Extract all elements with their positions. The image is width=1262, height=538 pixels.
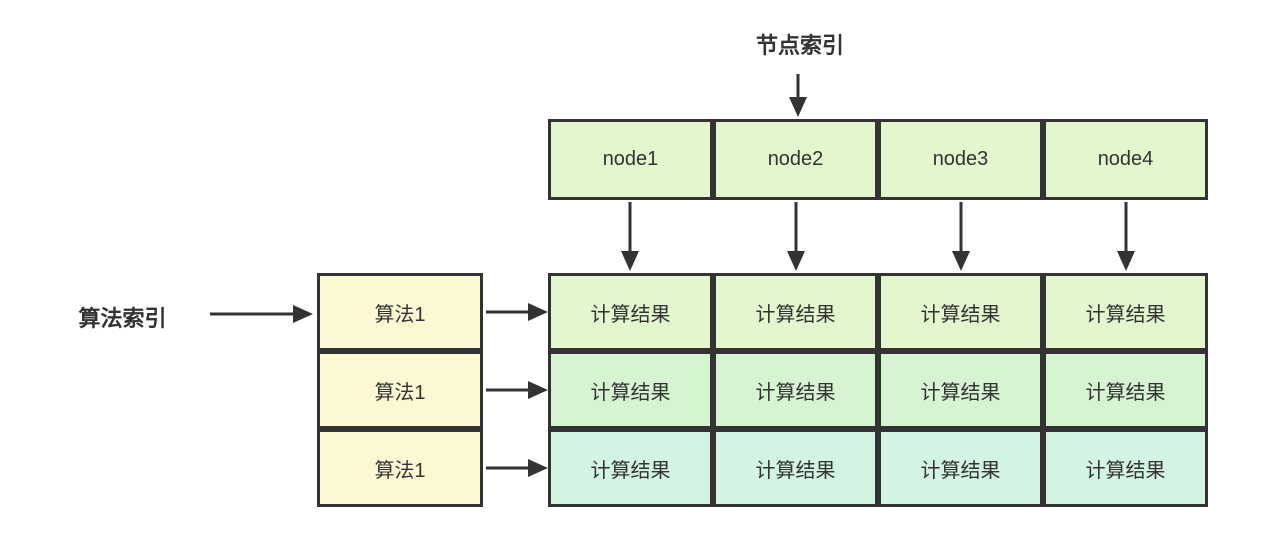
algo-cell: 算法1 — [317, 429, 483, 507]
arrow-down-icon — [621, 202, 639, 271]
arrow-shaft — [486, 466, 530, 470]
arrow-right-icon — [486, 381, 548, 399]
arrow-shaft — [628, 202, 632, 251]
result-row: 计算结果 计算结果 计算结果 计算结果 — [548, 351, 1208, 429]
result-cell: 计算结果 — [878, 351, 1043, 429]
arrow-head — [528, 381, 548, 399]
node-row: node1 node2 node3 node4 — [548, 119, 1208, 200]
arrow-head — [293, 305, 313, 323]
node-cell: node1 — [548, 119, 713, 200]
arrow-head — [1117, 251, 1135, 271]
arrow-right-icon — [486, 459, 548, 477]
result-cell: 计算结果 — [878, 273, 1043, 351]
algo-cell: 算法1 — [317, 351, 483, 429]
arrow-shaft — [210, 312, 295, 316]
arrow-head — [621, 251, 639, 271]
result-cell: 计算结果 — [1043, 351, 1208, 429]
result-cell: 计算结果 — [713, 273, 878, 351]
result-cell: 计算结果 — [713, 429, 878, 507]
result-row: 计算结果 计算结果 计算结果 计算结果 — [548, 273, 1208, 351]
result-cell: 计算结果 — [548, 351, 713, 429]
algo-index-label: 算法索引 — [78, 306, 167, 331]
arrow-shaft — [794, 202, 798, 251]
arrow-down-icon — [1117, 202, 1135, 271]
arrow-head — [528, 459, 548, 477]
algo-cell: 算法1 — [317, 273, 483, 351]
arrow-right-icon — [210, 305, 313, 323]
arrow-head — [952, 251, 970, 271]
arrow-head — [528, 303, 548, 321]
arrow-down-icon — [787, 202, 805, 271]
result-cell: 计算结果 — [548, 273, 713, 351]
node-index-label: 节点索引 — [755, 33, 844, 58]
arrow-shaft — [486, 388, 530, 392]
node-cell: node4 — [1043, 119, 1208, 200]
arrow-shaft — [796, 74, 800, 97]
arrow-shaft — [959, 202, 963, 251]
result-grid: 计算结果 计算结果 计算结果 计算结果 计算结果 计算结果 计算结果 计算结果 … — [548, 273, 1208, 507]
node-cell: node3 — [878, 119, 1043, 200]
result-cell: 计算结果 — [878, 429, 1043, 507]
arrow-shaft — [1124, 202, 1128, 251]
result-row: 计算结果 计算结果 计算结果 计算结果 — [548, 429, 1208, 507]
result-cell: 计算结果 — [1043, 429, 1208, 507]
result-cell: 计算结果 — [1043, 273, 1208, 351]
algo-column: 算法1 算法1 算法1 — [317, 273, 483, 507]
arrow-down-icon — [952, 202, 970, 271]
arrow-down-icon — [789, 74, 807, 117]
arrow-shaft — [486, 310, 530, 314]
arrow-head — [789, 97, 807, 117]
result-cell: 计算结果 — [713, 351, 878, 429]
node-cell: node2 — [713, 119, 878, 200]
result-cell: 计算结果 — [548, 429, 713, 507]
arrow-right-icon — [486, 303, 548, 321]
arrow-head — [787, 251, 805, 271]
